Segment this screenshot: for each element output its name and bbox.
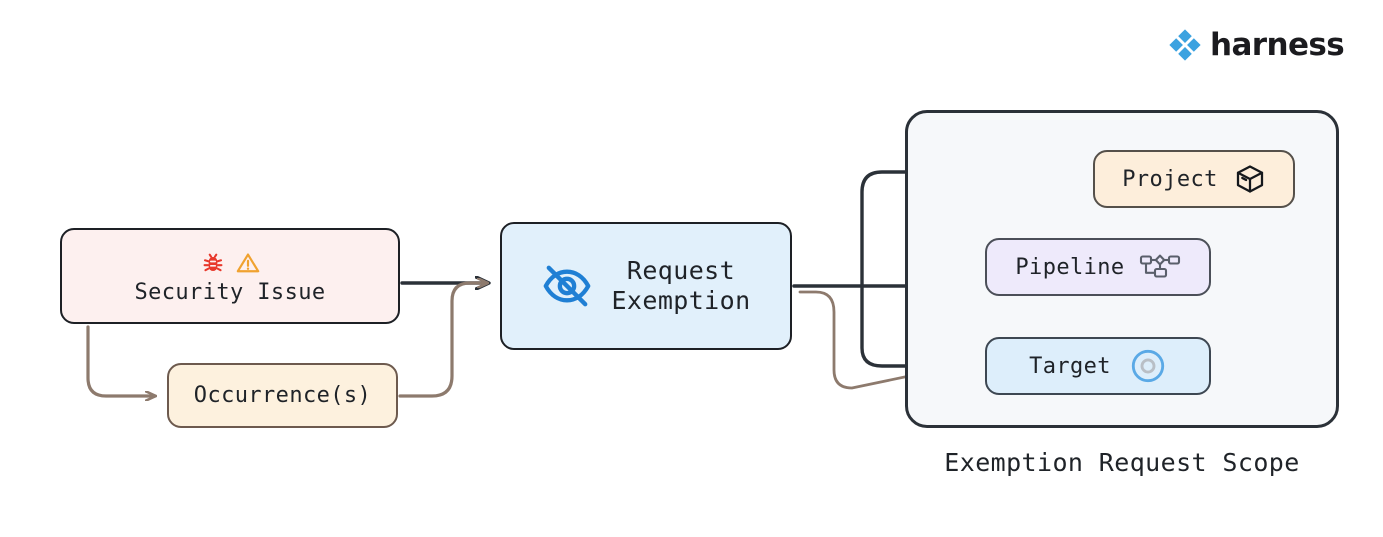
bug-icon xyxy=(203,253,222,271)
project-label: Project xyxy=(1122,166,1218,192)
request-exemption-label: Request Exemption xyxy=(611,255,751,316)
target-label: Target xyxy=(1029,353,1111,379)
eye-off-icon xyxy=(544,265,591,307)
pipeline-nodes-icon xyxy=(1139,252,1181,282)
security-issue-label: Security Issue xyxy=(134,279,326,305)
occurrence-label: Occurrence(s) xyxy=(193,383,372,408)
node-occurrence[interactable]: Occurrence(s) xyxy=(167,363,398,428)
node-project[interactable]: Project xyxy=(1093,150,1295,208)
cube-box-icon xyxy=(1234,163,1266,195)
target-circle-icon xyxy=(1129,347,1167,385)
wire-occurrence-to-request xyxy=(398,283,487,398)
harness-brand: harness xyxy=(1168,26,1345,63)
node-request-exemption[interactable]: Request Exemption xyxy=(500,222,792,350)
warning-triangle-icon xyxy=(236,252,259,272)
exemption-request-scope-label: Exemption Request Scope xyxy=(944,448,1300,477)
node-security-issue[interactable]: Security Issue xyxy=(60,228,400,324)
wire-security-to-occurrence xyxy=(86,325,155,396)
harness-diamond-logo-icon xyxy=(1169,29,1201,61)
pipeline-label: Pipeline xyxy=(1015,254,1125,280)
node-pipeline[interactable]: Pipeline xyxy=(985,238,1211,296)
brand-name: harness xyxy=(1210,26,1345,63)
node-target[interactable]: Target xyxy=(985,337,1211,395)
security-issue-icons xyxy=(200,248,261,278)
